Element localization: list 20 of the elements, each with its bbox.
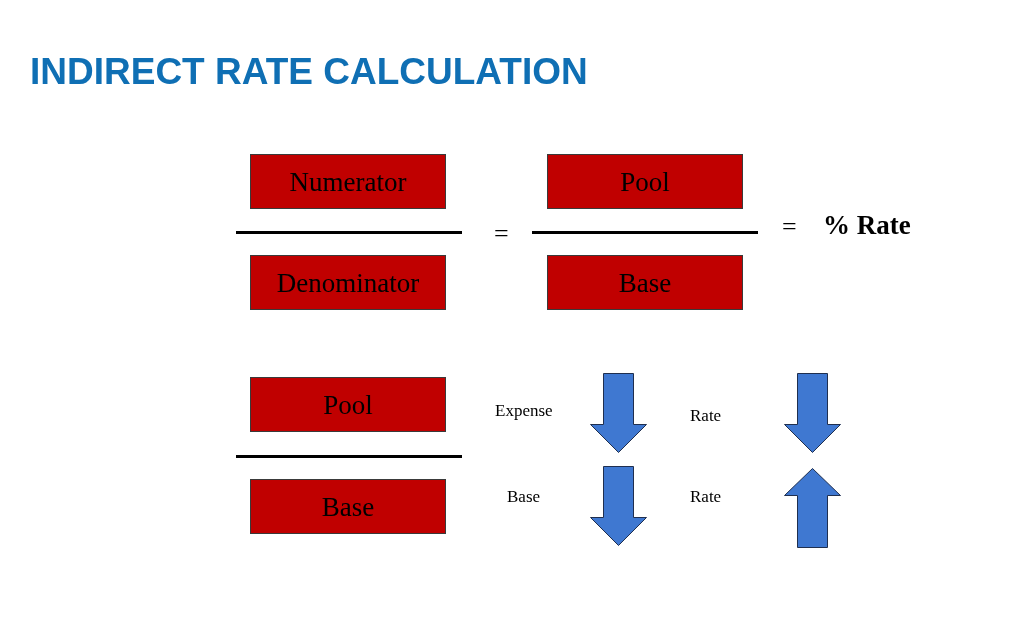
- factor-label: Base: [507, 487, 541, 507]
- term-label: Numerator: [289, 166, 407, 197]
- term-label: Pool: [323, 389, 373, 420]
- result-label: % Rate: [823, 210, 911, 241]
- term-box: [250, 377, 446, 432]
- term-box: [547, 154, 743, 209]
- term-box: [250, 479, 446, 534]
- term-label: Pool: [620, 166, 670, 197]
- equals-sign: =: [494, 219, 509, 249]
- term-label: Base: [618, 267, 672, 298]
- slide-title: INDIRECT RATE CALCULATION: [30, 50, 588, 94]
- factor-label: Expense: [495, 401, 553, 421]
- term-label: Denominator: [276, 267, 420, 298]
- term-box: [250, 255, 446, 310]
- term-label: Base: [321, 491, 375, 522]
- factor-label: Rate: [690, 406, 722, 426]
- factor-label: Rate: [690, 487, 722, 507]
- equals-sign: =: [782, 212, 797, 242]
- term-box: [250, 154, 446, 209]
- term-box: [547, 255, 743, 310]
